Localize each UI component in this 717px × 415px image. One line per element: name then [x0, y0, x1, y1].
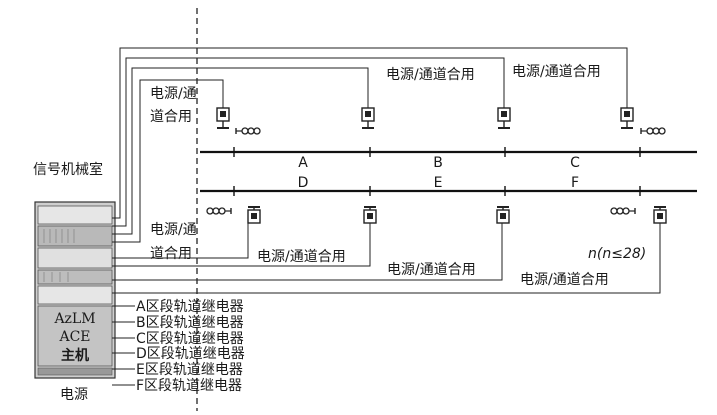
- n-count-label: n(n≤28): [588, 246, 646, 262]
- room-label: 信号机械室: [33, 161, 103, 178]
- host-line2: ACE: [58, 329, 90, 345]
- terminator-icon-top-left: [235, 127, 261, 135]
- wire-label-bot-mid1: 电源/通道合用: [257, 249, 346, 265]
- relay-label-c: C区段轨道继电器: [136, 331, 244, 347]
- relay-label-a: A区段轨道继电器: [136, 299, 244, 315]
- device-icon-top-3: [497, 107, 511, 129]
- section-label-d: D: [298, 175, 309, 191]
- wire-label-top-right: 电源/通道合用: [512, 64, 601, 80]
- wire-label-top-left-1: 电源/通: [150, 86, 197, 102]
- section-label-c: C: [570, 155, 580, 171]
- terminator-icon-bot-right: [610, 207, 636, 215]
- power-label: 电源: [60, 387, 88, 403]
- wire-label-bot-left-1: 电源/通: [150, 222, 197, 238]
- wire-label-bot-right: 电源/通道合用: [520, 272, 609, 288]
- wire-label-bot-left-2: 道合用: [150, 246, 192, 262]
- terminator-icon-bot-left: [206, 207, 232, 215]
- relay-label-f: F区段轨道继电器: [136, 378, 242, 394]
- device-icon-bot-1: [247, 206, 261, 224]
- relay-label-d: D区段轨道继电器: [136, 346, 245, 362]
- device-icon-bot-4: [653, 206, 667, 224]
- wire-label-top-left-2: 道合用: [150, 109, 192, 125]
- section-label-b: B: [433, 155, 443, 171]
- host-panel: [37, 305, 113, 367]
- host-line3: 主机: [61, 347, 89, 364]
- top-wires: [112, 47, 628, 243]
- section-label-a: A: [298, 155, 308, 171]
- wire-label-top-mid: 电源/通道合用: [386, 67, 475, 83]
- device-icon-top-2: [361, 107, 375, 129]
- joint-ticks: [233, 147, 641, 196]
- wire-label-bot-mid2: 电源/通道合用: [387, 262, 476, 278]
- terminator-icon-top-right: [640, 127, 666, 135]
- relay-label-e: E区段轨道继电器: [136, 362, 243, 378]
- device-icon-top-1: [216, 107, 230, 129]
- equipment-cabinet: [34, 201, 116, 379]
- relay-wires: [112, 305, 135, 386]
- device-icon-top-4: [620, 107, 634, 129]
- device-icon-bot-3: [496, 206, 510, 224]
- relay-label-b: B区段轨道继电器: [136, 315, 244, 331]
- device-icon-bot-2: [363, 206, 377, 224]
- bottom-wires: [112, 223, 661, 294]
- host-line1: AzLM: [53, 311, 95, 327]
- section-label-e: E: [434, 175, 443, 191]
- section-label-f: F: [571, 175, 579, 191]
